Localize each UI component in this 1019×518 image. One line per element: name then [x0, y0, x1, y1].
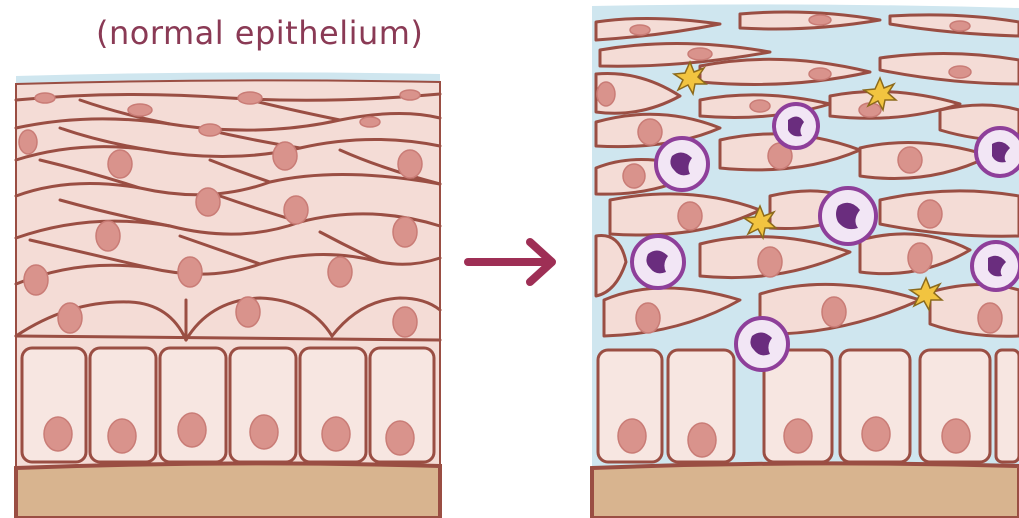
inflamed-epithelium-panel	[592, 4, 1019, 518]
neutrophil-icon	[972, 242, 1019, 290]
normal-epithelium-panel	[16, 72, 440, 518]
basement-membrane	[16, 463, 440, 518]
neutrophil-icon	[820, 188, 876, 244]
neutrophil-icon	[736, 318, 788, 370]
neutrophil-icon	[656, 138, 708, 190]
neutrophil-icon	[632, 236, 684, 288]
right-arrow-icon	[468, 242, 552, 282]
neutrophil-icon	[976, 128, 1019, 176]
neutrophil-icon	[774, 104, 818, 148]
basement-membrane-right	[592, 463, 1019, 518]
